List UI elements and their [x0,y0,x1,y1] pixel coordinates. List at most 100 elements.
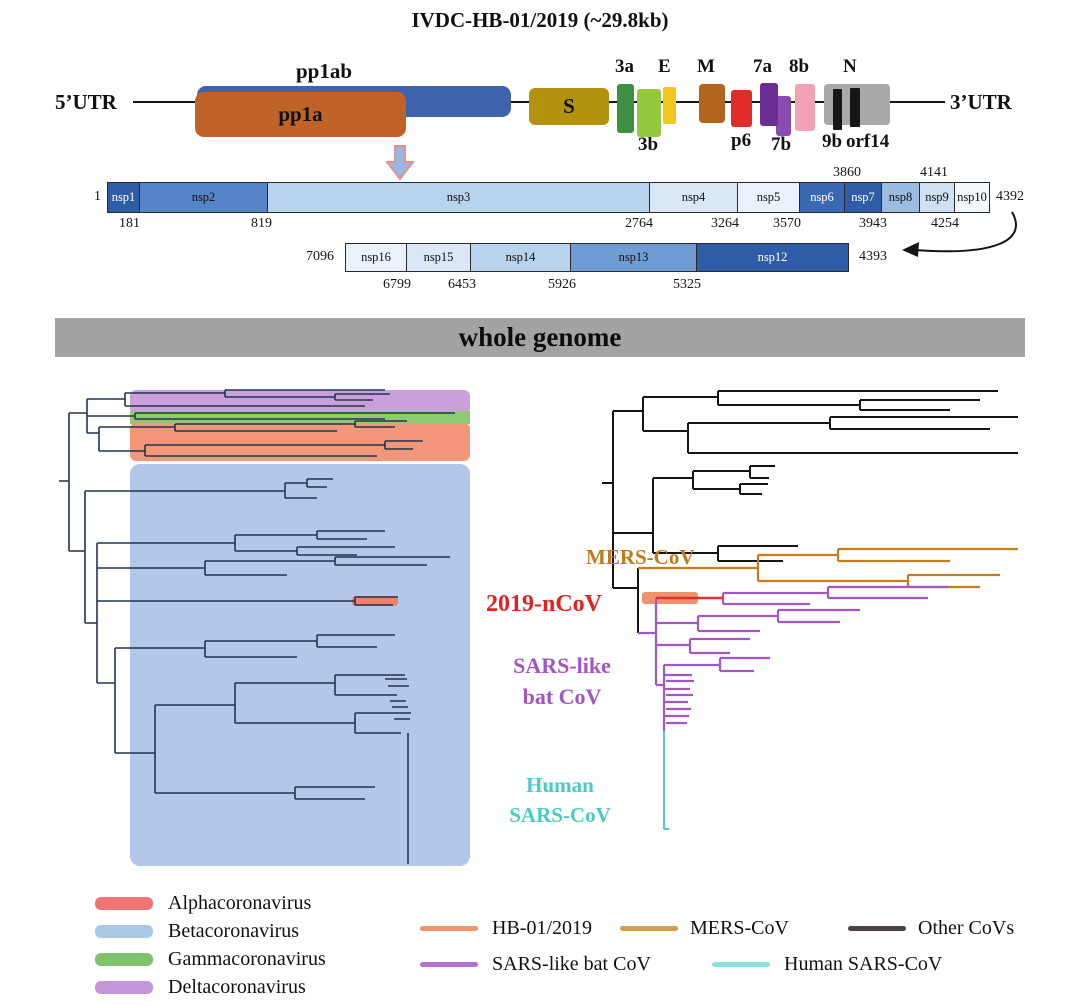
row1-below-4254: 4254 [931,216,959,231]
utr5-label: 5’UTR [55,90,117,114]
orf-p6-label: p6 [731,130,752,151]
sars-like-branches [638,585,948,731]
nsp14-segment: nsp14 [470,243,571,272]
nsp1-segment: nsp1 [107,182,140,213]
sars-like-line-swatch [420,962,478,967]
sars-like-line-label: SARS-like bat CoV [492,953,651,975]
gamma-label: Gammacoronavirus [168,947,326,970]
nsp16-segment: nsp16 [345,243,407,272]
nsp6-segment: nsp6 [799,182,845,213]
nsp9-segment: nsp9 [919,182,955,213]
human-sars-branch [663,731,669,830]
orf-e-box [663,87,676,124]
orf-n-label: N [843,56,857,77]
orf-e-label: E [658,56,671,77]
nsp3-segment: nsp3 [267,182,650,213]
nsp2-segment: nsp2 [139,182,268,213]
row1-above-4141: 4141 [920,165,948,180]
row1-below-819: 819 [251,216,272,231]
mers-cov-label: MERS-CoV [586,545,695,569]
row1-below-3264: 3264 [711,216,739,231]
nsp15-segment: nsp15 [406,243,471,272]
row2-below-6799: 6799 [383,277,411,292]
legend-item-delta: Deltacoronavirus [95,975,326,998]
hb-line-swatch [420,926,478,931]
orf-m-box [699,84,725,123]
ncov-label: 2019-nCoV [486,591,603,617]
genus-legend: Alphacoronavirus Betacoronavirus Gammaco… [95,892,326,1006]
orf-7b-label: 7b [771,134,792,155]
nsp5-segment: nsp5 [737,182,800,213]
row2-below-5325: 5325 [673,277,701,292]
human-sars-line-swatch [712,962,770,967]
row1-below-3570: 3570 [773,216,801,231]
orf-9b-box [833,89,842,130]
orf-8b-label: 8b [789,56,810,77]
nsp10-segment: nsp10 [954,182,990,213]
orf-s-box: S [529,88,609,125]
orf-9b-label: 9b [822,131,843,152]
nsp13-segment: nsp13 [570,243,697,272]
row2-end: 4393 [859,249,887,264]
gamma-swatch [95,952,153,966]
orf-7a-label: 7a [753,56,772,77]
legend-item-alpha: Alphacoronavirus [95,892,326,914]
right-phylogenetic-tree [602,390,1018,830]
row1-start: 1 [94,189,101,204]
orf-3a-label: 3a [615,56,634,77]
utr3-label: 3’UTR [950,90,1012,114]
pp1a-box: pp1a [195,92,406,137]
other-covs-branches [602,390,1018,633]
nsp7-segment: nsp7 [844,182,882,213]
hb-line-label: HB-01/2019 [492,917,592,939]
orf-3b-label: 3b [638,134,659,155]
nsp4-segment: nsp4 [649,182,738,213]
other-line-swatch [848,926,906,931]
orf-p6-box [731,90,752,127]
orf-7a-box [760,83,778,126]
figure-title: IVDC-HB-01/2019 (~29.8kb) [411,8,669,32]
delta-swatch [95,980,153,994]
row1-below-181: 181 [119,216,140,231]
human-sars-cov-label: Human SARS-CoV [494,770,626,830]
human-sars-line2: SARS-CoV [509,803,611,827]
beta-label: Betacoronavirus [168,919,300,942]
row1-above-3860: 3860 [833,165,861,180]
delta-highlight [130,390,470,414]
orf-m-label: M [697,56,715,77]
nsp12-segment: nsp12 [696,243,849,272]
sars-like-bat-cov-label: SARS-like bat CoV [490,650,634,712]
delta-label: Deltacoronavirus [168,975,306,998]
row2-start: 7096 [306,249,334,264]
orf-8b-box [795,84,815,131]
nsp-row-2: nsp16 nsp15 nsp14 nsp13 nsp12 [0,243,1080,272]
left-tree-branches [59,389,455,864]
row1-end: 4392 [996,189,1024,204]
mers-line-label: MERS-CoV [690,917,789,939]
row1-below-3943: 3943 [859,216,887,231]
row1-below-2764: 2764 [625,216,653,231]
orf-14-label: orf14 [846,131,890,152]
human-sars-line1: Human [526,773,594,797]
sars-like-line1: SARS-like [513,653,611,678]
row2-below-6453: 6453 [448,277,476,292]
legend-item-beta: Betacoronavirus [95,919,326,942]
beta-highlight [130,464,470,866]
expand-arrow-icon [386,145,414,181]
nsp8-segment: nsp8 [881,182,920,213]
human-sars-line-label: Human SARS-CoV [784,953,943,975]
left-phylogenetic-tree [59,389,470,866]
other-line-label: Other CoVs [918,917,1015,939]
beta-swatch [95,924,153,938]
orf-3b-box [637,89,661,137]
orf-14-box [850,88,860,127]
mers-branches [638,547,1018,589]
ncov-highlight-left [352,596,398,606]
mers-line-swatch [620,926,678,931]
orf-7b-box [776,96,791,136]
pp1ab-label: pp1ab [296,59,353,83]
legend-item-gamma: Gammacoronavirus [95,947,326,970]
row2-below-5926: 5926 [548,277,576,292]
alpha-highlight [130,423,470,461]
orf-3a-box [617,84,634,133]
